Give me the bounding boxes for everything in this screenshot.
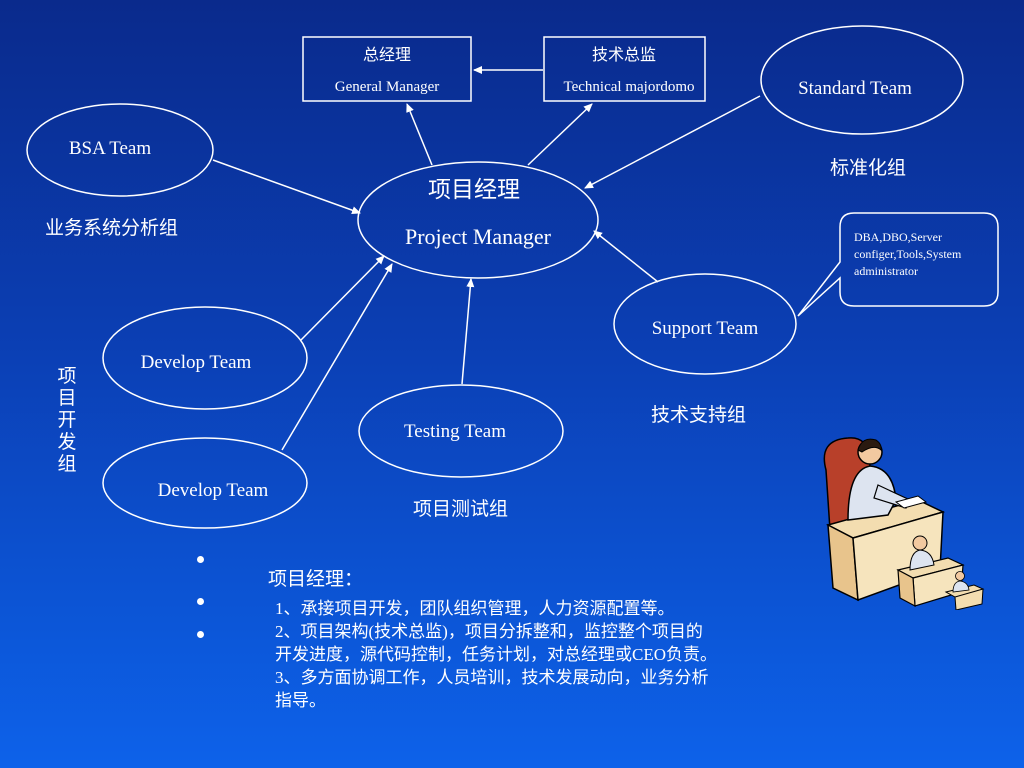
bsa-team-ellipse: [26, 103, 214, 197]
project-manager-en: Project Manager: [405, 224, 552, 249]
bullet-3: [197, 631, 204, 638]
notes-title: 项目经理：: [268, 569, 364, 590]
connectors: [212, 66, 761, 451]
project-manager-zh: 项目经理: [428, 177, 520, 202]
small-worker-body: [909, 549, 935, 571]
testing-team-caption: 项目测试组: [413, 499, 509, 520]
develop-team-2-label: Develop Team: [158, 480, 269, 501]
arrow-bsa-to-pm: [212, 159, 361, 215]
small-desk-front: [897, 568, 916, 608]
support-callout-bubble: [797, 212, 999, 317]
arrow-standard-to-pm: [584, 95, 761, 189]
develop-team-1-label: Develop Team: [141, 352, 252, 373]
standard-team-caption: 标准化组: [830, 158, 907, 179]
general-manager-en: General Manager: [335, 79, 440, 95]
notes-body: 1、承接项目开发，团队组织管理，人力资源配置等。 2、项目架构(技术总监)，项目…: [275, 597, 795, 712]
manager-hair: [857, 438, 882, 453]
notes-line-3: 开发进度，源代码控制，任务计划，对总经理或CEO负责。: [275, 645, 717, 664]
bullet-1: [197, 556, 204, 563]
papers-icon: [894, 495, 928, 509]
technical-majordomo-box: [543, 36, 706, 102]
arrow-dev2-to-pm: [281, 263, 393, 451]
testing-team-ellipse: [358, 384, 564, 478]
bullet-2: [197, 598, 204, 605]
support-callout-line-3: administrator: [854, 264, 918, 278]
arrow-testing-to-pm: [461, 278, 475, 385]
arrow-support-to-pm: [593, 230, 659, 283]
testing-team-label: Testing Team: [404, 421, 506, 442]
project-manager-ellipse: [357, 161, 599, 279]
general-manager-box: [302, 36, 472, 102]
notes-line-1: 1、承接项目开发，团队组织管理，人力资源配置等。: [275, 599, 675, 618]
develop-team-2-ellipse: [102, 437, 308, 529]
support-team-caption: 技术支持组: [651, 405, 747, 426]
tiny-worker-body: [952, 580, 970, 593]
support-team-label: Support Team: [652, 318, 759, 339]
notes-line-4: 3、多方面协调工作，人员培训，技术发展动向，业务分析: [275, 668, 709, 687]
technical-majordomo-zh: 技术总监: [592, 46, 656, 64]
support-callout-line-2: configer,Tools,System: [854, 247, 962, 261]
general-manager-zh: 总经理: [363, 46, 411, 64]
develop-team-caption: 项目开发组: [57, 366, 77, 475]
notes-line-2: 2、项目架构(技术总监)，项目分拆整和，监控整个项目的: [275, 622, 703, 641]
support-team-ellipse: [613, 273, 797, 375]
standard-team-ellipse: [760, 25, 964, 135]
office-workers-clipart: [823, 437, 985, 610]
arrow-dev1-to-pm: [300, 255, 385, 341]
tiny-worker-head: [955, 571, 965, 581]
arrow-pm-to-gm: [406, 103, 433, 166]
small-worker-head: [912, 535, 928, 551]
bsa-team-caption: 业务系统分析组: [45, 218, 179, 239]
arrow-pm-to-tm: [527, 103, 593, 166]
standard-team-label: Standard Team: [798, 78, 912, 99]
technical-majordomo-en: Technical majordomo: [564, 79, 695, 95]
support-callout-line-1: DBA,DBO,Server: [854, 230, 942, 244]
develop-team-1-ellipse: [102, 306, 308, 410]
bsa-team-label: BSA Team: [69, 138, 151, 159]
notes-line-5: 指导。: [275, 691, 326, 710]
